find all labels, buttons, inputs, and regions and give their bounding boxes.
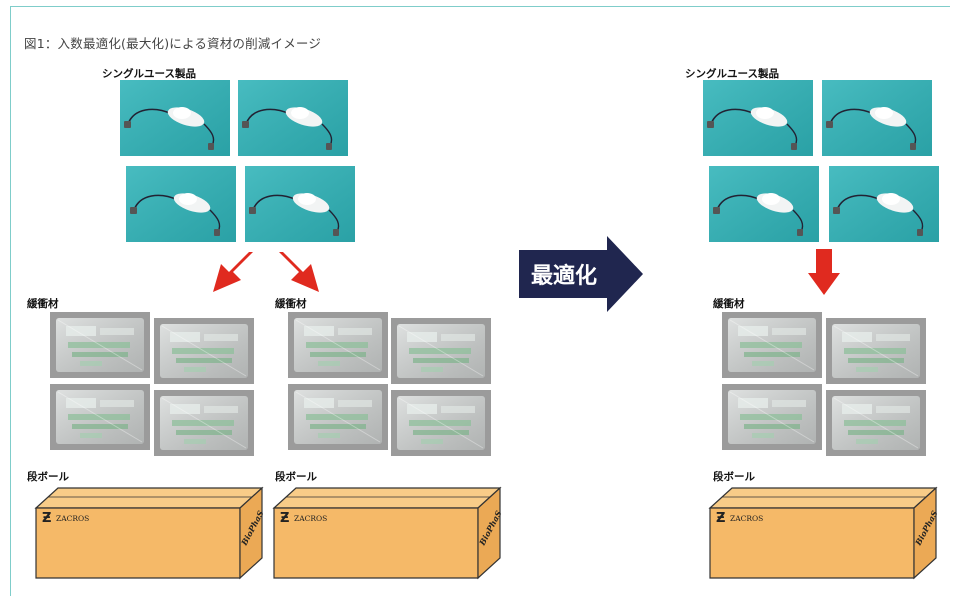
optimize-arrow: 最適化: [519, 236, 643, 312]
single-use-label-before: シングルユース製品: [102, 68, 196, 80]
cushioning-bag: [154, 318, 254, 384]
cardboard-box: Ƶ ZACROS BioPhaS: [272, 486, 502, 580]
cardboard-label-after: 段ボール: [713, 471, 755, 483]
cushioning-label-after: 緩衝材: [713, 298, 745, 310]
single-use-product-photo: [120, 80, 230, 156]
figure-caption: 図1：入数最適化(最大化)による資材の削減イメージ: [24, 36, 322, 51]
cushioning-bag: [722, 312, 822, 378]
down-left-arrow-icon: [213, 252, 253, 292]
single-use-product-photo: [126, 166, 236, 242]
cushioning-bag: [50, 384, 150, 450]
cushioning-bag: [826, 318, 926, 384]
zacros-logo-icon: Ƶ: [280, 511, 289, 526]
single-use-product-photo: [829, 166, 939, 242]
cushioning-bag: [826, 390, 926, 456]
zacros-logo-icon: Ƶ: [42, 511, 51, 526]
cushioning-bag: [391, 390, 491, 456]
single-use-product-photo: [709, 166, 819, 242]
single-use-product-photo: [703, 80, 813, 156]
cushioning-bag: [288, 312, 388, 378]
single-use-label-after: シングルユース製品: [685, 68, 779, 80]
optimize-label: 最適化: [531, 263, 597, 289]
cushioning-bag: [154, 390, 254, 456]
box-brand-front: ZACROS: [730, 514, 763, 523]
box-brand-front: ZACROS: [294, 514, 327, 523]
cushioning-bag: [722, 384, 822, 450]
cushioning-bag: [50, 312, 150, 378]
cushioning-bag: [391, 318, 491, 384]
down-right-arrow-icon: [279, 252, 319, 292]
zacros-logo-icon: Ƶ: [716, 511, 725, 526]
single-use-product-photo: [238, 80, 348, 156]
single-use-product-photo: [245, 166, 355, 242]
figure-frame: [10, 6, 950, 596]
cushioning-label-before-2: 緩衝材: [275, 298, 307, 310]
box-brand-front: ZACROS: [56, 514, 89, 523]
cardboard-box: Ƶ ZACROS BioPhaS: [34, 486, 264, 580]
single-use-product-photo: [822, 80, 932, 156]
cardboard-label-before-2: 段ボール: [275, 471, 317, 483]
cushioning-label-before-1: 緩衝材: [27, 298, 59, 310]
down-arrow-icon: [808, 249, 840, 295]
cushioning-bag: [288, 384, 388, 450]
cardboard-label-before-1: 段ボール: [27, 471, 69, 483]
cardboard-box: Ƶ ZACROS BioPhaS: [708, 486, 938, 580]
